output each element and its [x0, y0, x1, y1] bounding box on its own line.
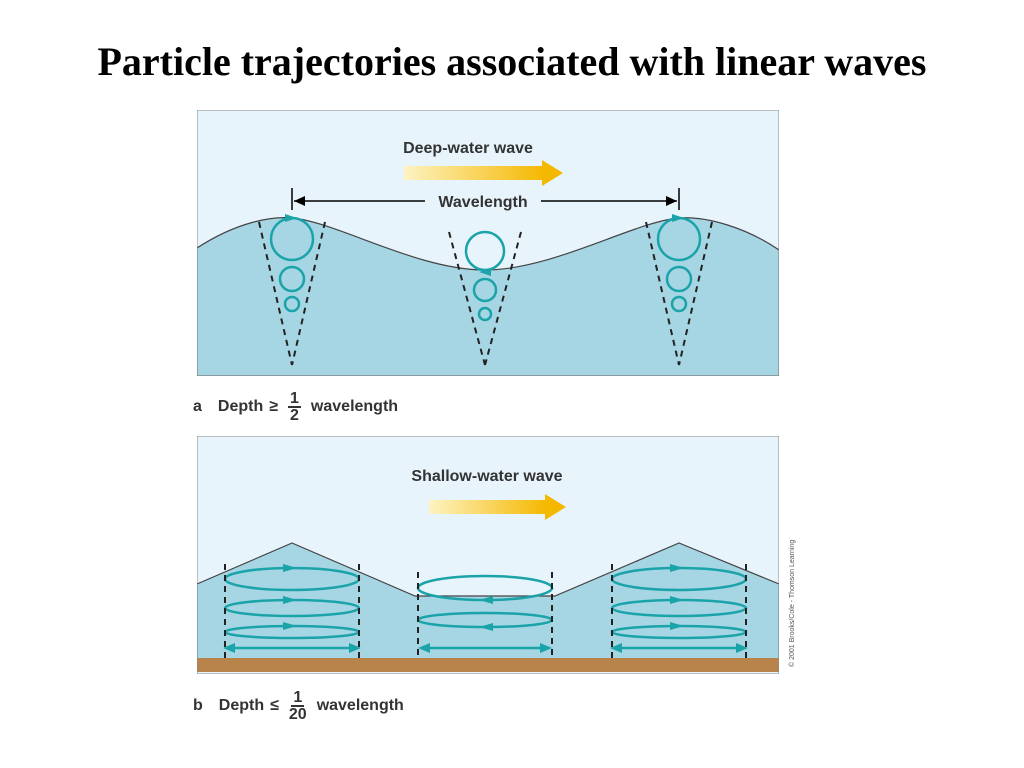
shallow-water-caption: b Depth ≤ 1 20 wavelength — [193, 689, 404, 723]
shallow-water-diagram: Shallow-water wave — [197, 436, 779, 674]
shallow-water-panel: Shallow-water wave — [197, 436, 779, 674]
copyright-credit: © 2001 Brooks/Cole - Thomson Learning — [789, 539, 796, 667]
deep-water-panel: Deep-water wave Wavelength — [197, 110, 779, 376]
fraction-twentieth: 1 20 — [288, 689, 307, 723]
deep-water-caption: a Depth ≥ 1 2 wavelength — [193, 390, 399, 424]
fraction-half: 1 2 — [288, 390, 301, 424]
wavelength-label: Wavelength — [438, 194, 527, 211]
seabed — [197, 658, 779, 672]
deep-wave-label: Deep-water wave — [403, 140, 533, 157]
page-title: Particle trajectories associated with li… — [97, 39, 927, 84]
deep-water-diagram: Deep-water wave Wavelength — [197, 110, 779, 376]
deep-wave-arrow — [404, 166, 544, 180]
shallow-wave-arrow — [429, 500, 547, 514]
shallow-wave-label: Shallow-water wave — [411, 468, 562, 485]
